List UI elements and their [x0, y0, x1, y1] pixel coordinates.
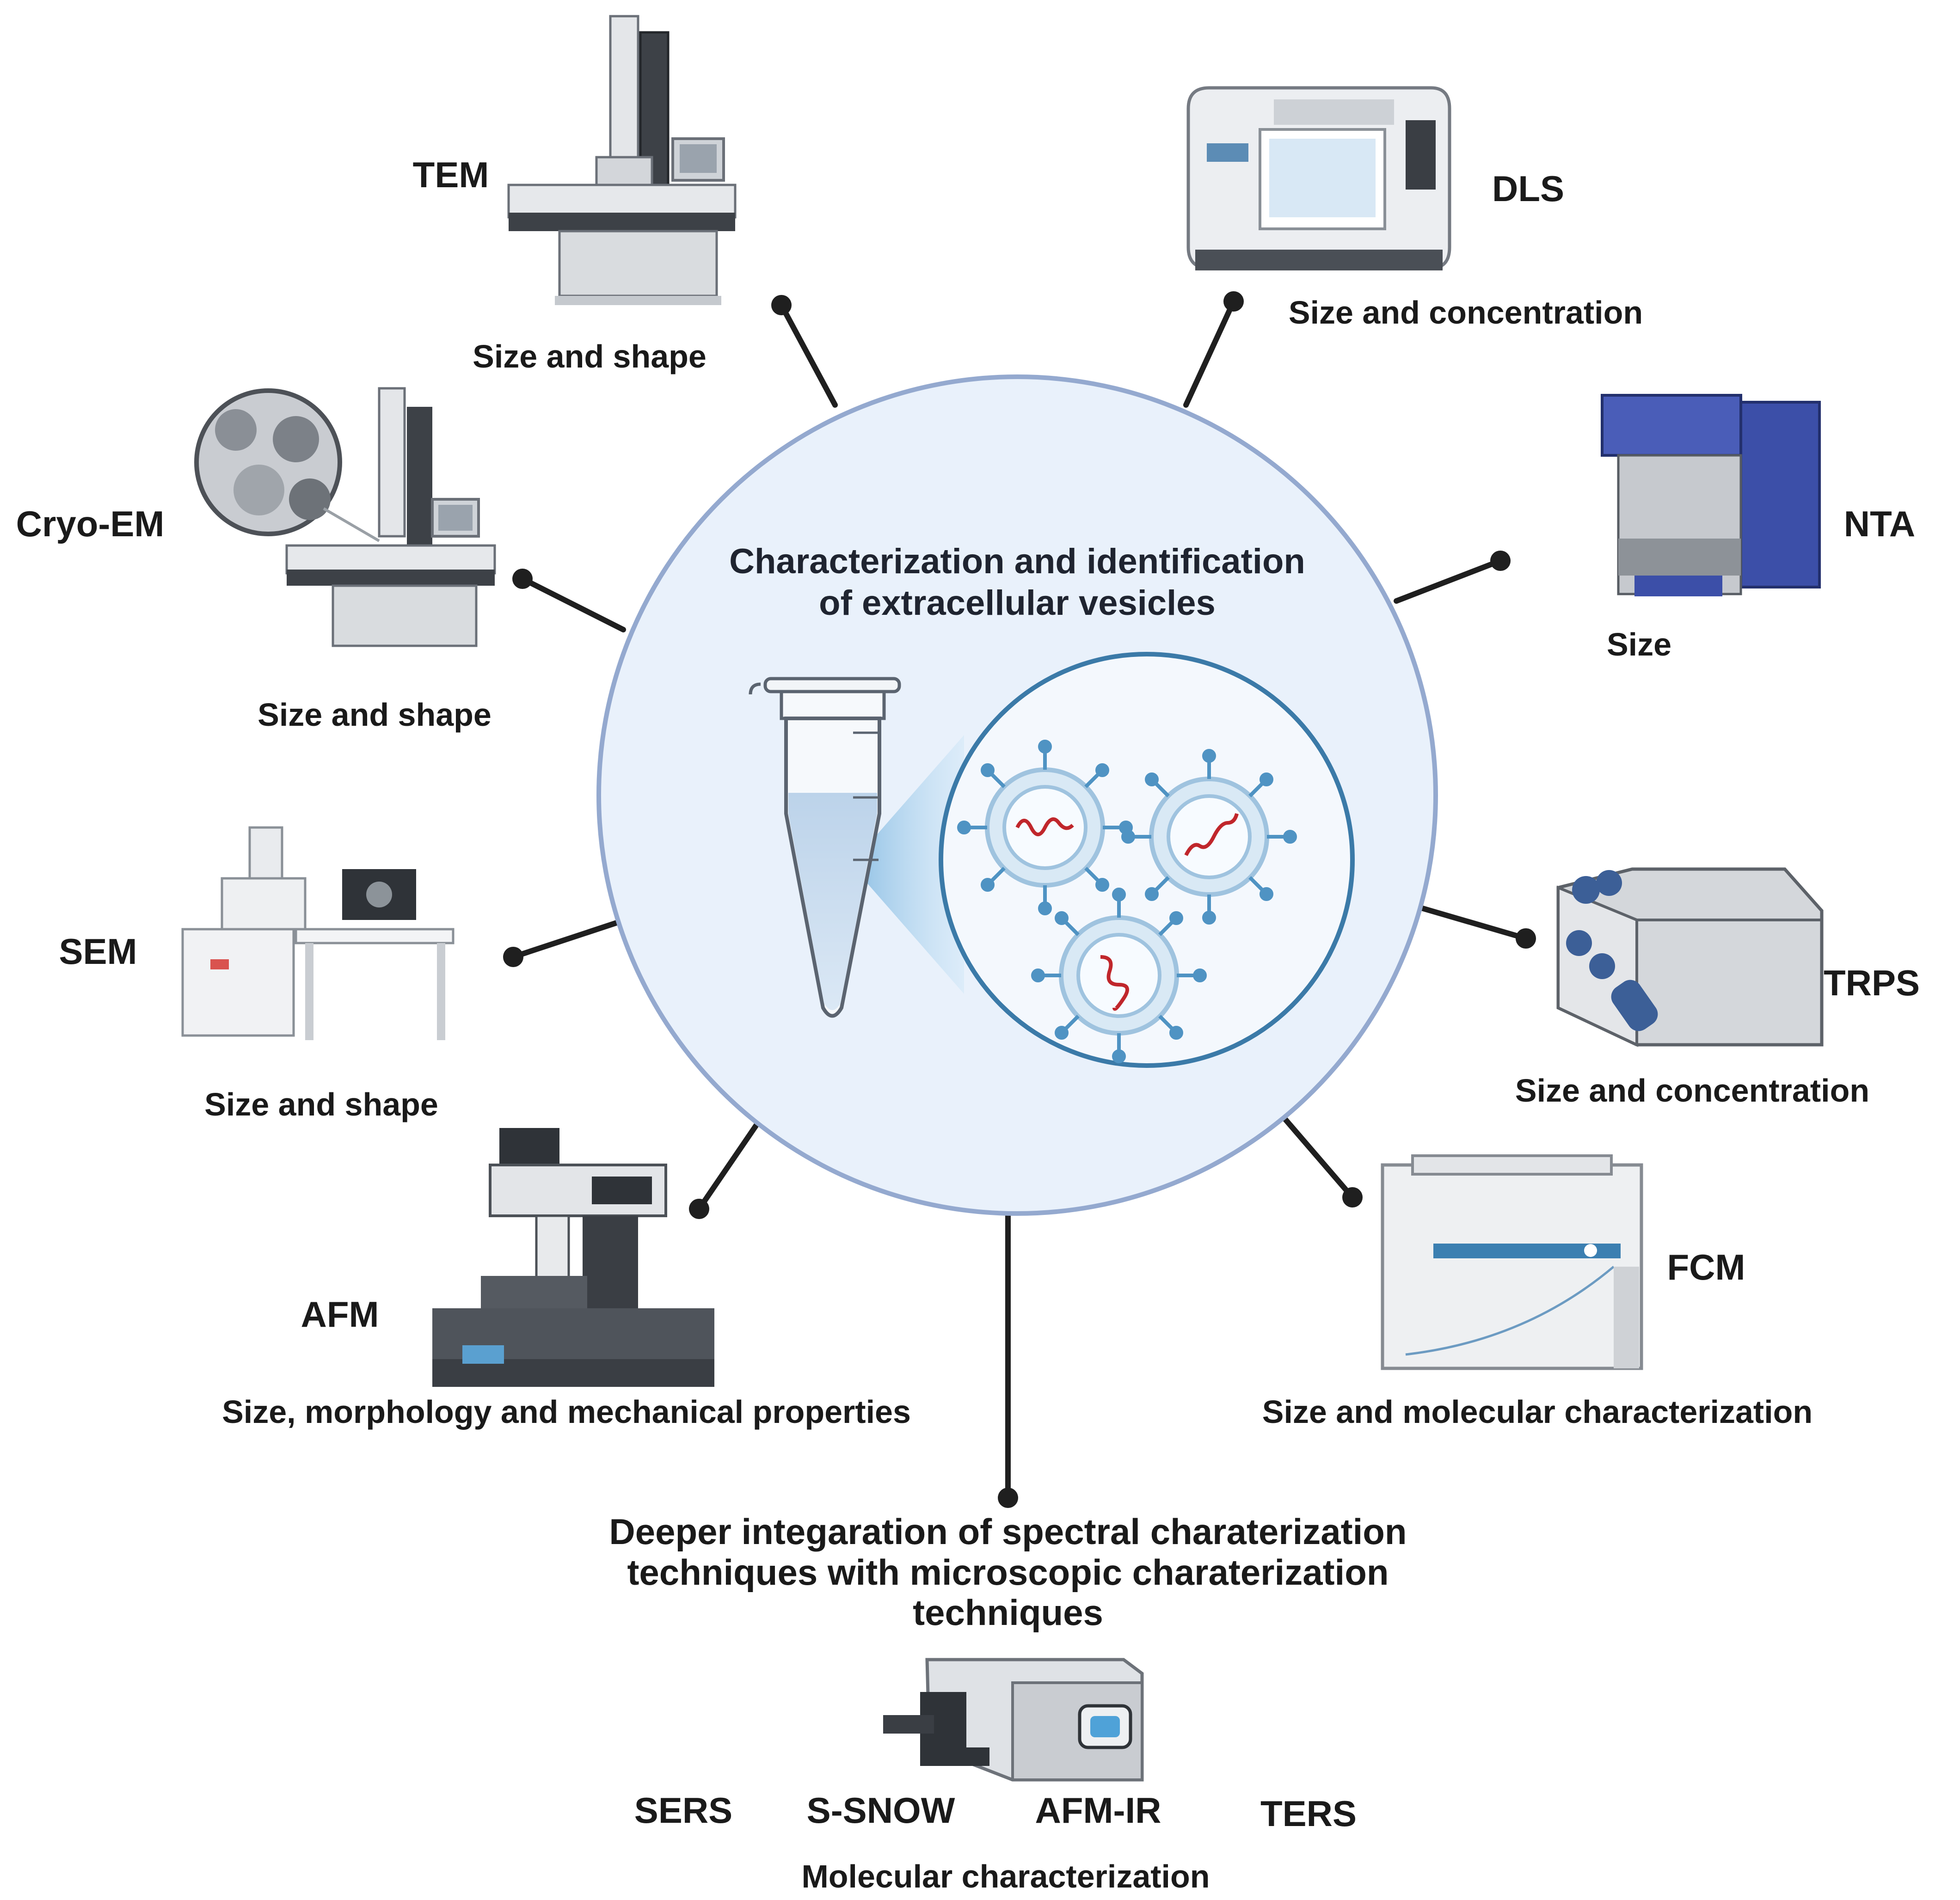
- connector-afm: [696, 1111, 767, 1212]
- dls-property: Size and concentration: [1289, 294, 1643, 331]
- technique-afm: AFM Size, morphology and mechanical prop…: [222, 1128, 911, 1430]
- cryo-em-property: Size and shape: [258, 697, 492, 733]
- central-panel: Characterization and identification of e…: [596, 374, 1438, 1216]
- tem-microscope-icon: [507, 15, 737, 305]
- dls-instrument-icon: [1186, 86, 1451, 270]
- dls-label: DLS: [1492, 168, 1564, 209]
- microcentrifuge-tube-icon: [749, 677, 901, 1018]
- connector-cryo: [520, 576, 626, 632]
- nta-property: Size: [1607, 626, 1671, 662]
- fcm-instrument-icon: [1381, 1154, 1643, 1370]
- technique-sem: SEM Size and shape: [59, 826, 455, 1122]
- central-title-line1: Characterization and identification: [729, 542, 1305, 581]
- technique-dls: DLS Size and concentration: [1186, 86, 1643, 331]
- connector-sem-dot: [503, 947, 523, 967]
- trps-property: Size and concentration: [1515, 1073, 1869, 1109]
- tem-label: TEM: [413, 154, 489, 195]
- connector-nta-dot: [1490, 551, 1511, 571]
- bottom-title-line1: Deeper integaration of spectral charater…: [609, 1511, 1407, 1552]
- method-s-snow: S-SNOW: [807, 1790, 955, 1831]
- afm-instrument-icon: [432, 1128, 714, 1387]
- vesicle-icon-2: [1121, 749, 1297, 925]
- sem-label: SEM: [59, 931, 137, 972]
- connector-cryo-dot: [512, 569, 533, 589]
- connector-afm-dot: [689, 1199, 709, 1219]
- trps-instrument-icon: [1556, 867, 1824, 1047]
- method-ters: TERS: [1260, 1793, 1357, 1834]
- zoom-beam: [851, 735, 964, 994]
- trps-label: TRPS: [1824, 962, 1920, 1003]
- cryo-em-microscope-icon: [285, 387, 496, 647]
- sem-property: Size and shape: [204, 1086, 438, 1122]
- nta-instrument-icon: [1601, 394, 1821, 596]
- raman-microscope-icon: [883, 1658, 1144, 1782]
- connector-tem-dot: [771, 295, 792, 315]
- connector-tem: [779, 302, 838, 408]
- connector-nta: [1394, 558, 1503, 604]
- connector-trps: [1412, 903, 1529, 941]
- method-afm-ir: AFM-IR: [1035, 1790, 1161, 1831]
- afm-property: Size, morphology and mechanical properti…: [222, 1394, 911, 1430]
- connector-trps-dot: [1516, 928, 1536, 949]
- bottom-section: Deeper integaration of spectral charater…: [609, 1511, 1407, 1894]
- method-sers: SERS: [634, 1790, 732, 1831]
- technique-fcm: FCM Size and molecular characterization: [1262, 1154, 1813, 1430]
- connector-dls-dot: [1223, 291, 1244, 312]
- vesicle-icon-1: [957, 740, 1133, 915]
- cryo-em-magnifier-icon: [194, 388, 380, 542]
- vesicle-icon-3: [1031, 888, 1207, 1063]
- central-title-line2: of extracellular vesicles: [819, 583, 1216, 623]
- technique-cryo-em: Cryo-EM Size and shape: [16, 387, 496, 733]
- cryo-em-label: Cryo-EM: [16, 503, 165, 544]
- tem-property: Size and shape: [473, 338, 707, 374]
- technique-trps: TRPS Size and concentration: [1515, 867, 1920, 1109]
- vesicle-zoom: [939, 652, 1355, 1068]
- connector-fcm: [1278, 1111, 1355, 1200]
- nta-label: NTA: [1844, 503, 1916, 544]
- fcm-label: FCM: [1667, 1247, 1745, 1287]
- technique-tem: TEM Size and shape: [413, 15, 737, 374]
- fcm-property: Size and molecular characterization: [1262, 1394, 1813, 1430]
- connector-fcm-dot: [1342, 1187, 1363, 1207]
- bottom-property: Molecular characterization: [801, 1858, 1210, 1894]
- technique-nta: NTA Size: [1601, 394, 1916, 662]
- connector-dls: [1183, 299, 1236, 408]
- connector-bottom-dot: [998, 1488, 1018, 1508]
- connector-sem: [510, 918, 625, 960]
- bottom-title-line3: techniques: [913, 1592, 1103, 1633]
- bottom-title-line2: techniques with microscopic charaterizat…: [627, 1552, 1389, 1593]
- sem-instrument-icon: [181, 826, 455, 1040]
- afm-label: AFM: [301, 1294, 379, 1335]
- connectors: [503, 291, 1536, 1508]
